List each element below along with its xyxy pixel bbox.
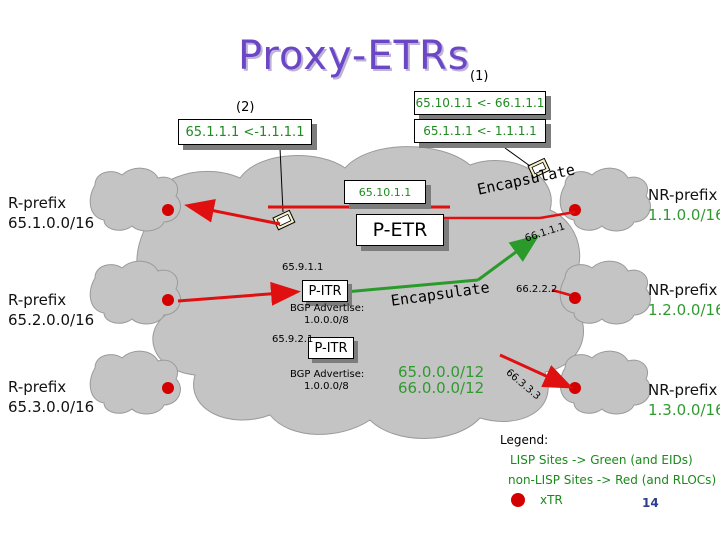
bgp-advertise-2-value: 1.0.0.0/8 bbox=[304, 381, 349, 392]
legend-xtr: xTR bbox=[540, 493, 563, 507]
core-prefix-1: 65.0.0.0/12 bbox=[398, 363, 485, 381]
green-arrow bbox=[344, 278, 479, 294]
step-2-label: (2) bbox=[236, 100, 255, 115]
r-site-2-title: R-prefix bbox=[8, 291, 67, 309]
nr-site-2-title: NR-prefix bbox=[648, 281, 718, 299]
petr-box: P-ETR bbox=[356, 214, 444, 246]
mapping-box-1: 65.10.1.1 <- 66.1.1.1 bbox=[414, 91, 546, 115]
red-arrow bbox=[499, 353, 574, 389]
r-site-cloud-1 bbox=[89, 167, 181, 232]
bgp-advertise-2-label: BGP Advertise: bbox=[290, 369, 365, 380]
r-site-2-label: R-prefix 65.2.0.0/16 bbox=[8, 291, 94, 330]
router-icon bbox=[162, 382, 174, 394]
packet-icon bbox=[527, 157, 551, 179]
pitr-box-2: P-ITR bbox=[308, 337, 354, 359]
legend-non-lisp-sites: non-LISP Sites -> Red (and RLOCs) bbox=[508, 473, 717, 487]
callout-line bbox=[279, 147, 284, 213]
mapping-box-2: 65.1.1.1 <- 1.1.1.1 bbox=[414, 119, 546, 143]
nr-site-cloud-1 bbox=[559, 167, 651, 232]
step-1-label: (1) bbox=[470, 69, 489, 84]
petr-address-box: 65.10.1.1 bbox=[344, 180, 426, 204]
pitr-box-1: P-ITR bbox=[302, 280, 348, 302]
legend-lisp-sites: LISP Sites -> Green (and EIDs) bbox=[510, 453, 693, 467]
callout-line bbox=[504, 147, 531, 167]
router-icon bbox=[162, 204, 174, 216]
legend-title: Legend: bbox=[500, 433, 549, 447]
mapping-box-left: 65.1.1.1 <-1.1.1.1 bbox=[178, 119, 312, 145]
red-arrow bbox=[551, 288, 571, 297]
red-arrow bbox=[184, 198, 281, 226]
page-number: 14 bbox=[642, 496, 659, 510]
address-66-2-2-2: 66.2.2.2 bbox=[516, 284, 558, 295]
nr-site-cloud-2 bbox=[559, 260, 651, 325]
r-site-1-prefix: 65.1.0.0/16 bbox=[8, 213, 95, 232]
router-icon bbox=[162, 294, 174, 306]
nr-site-2-prefix: 1.2.0.0/16 bbox=[648, 300, 720, 319]
r-site-3-prefix: 65.3.0.0/16 bbox=[8, 397, 95, 416]
r-site-cloud-3 bbox=[89, 350, 181, 415]
nr-site-1-label: NR-prefix 1.1.0.0/16 bbox=[648, 186, 720, 225]
red-arrow bbox=[177, 281, 301, 306]
nr-site-cloud-3 bbox=[559, 350, 651, 415]
r-site-3-title: R-prefix bbox=[8, 378, 67, 396]
router-icon bbox=[569, 292, 581, 304]
nr-site-3-label: NR-prefix 1.3.0.0/16 bbox=[648, 381, 720, 420]
router-icon bbox=[569, 204, 581, 216]
slide-title: Proxy-ETRs bbox=[238, 33, 470, 79]
r-site-1-title: R-prefix bbox=[8, 194, 67, 212]
bgp-advertise-1-value: 1.0.0.0/8 bbox=[304, 315, 349, 326]
r-site-1-label: R-prefix 65.1.0.0/16 bbox=[8, 194, 94, 233]
green-arrow bbox=[477, 234, 540, 282]
legend-router-icon bbox=[511, 493, 525, 507]
r-site-3-label: R-prefix 65.3.0.0/16 bbox=[8, 378, 94, 417]
nr-site-1-prefix: 1.1.0.0/16 bbox=[648, 205, 720, 224]
nr-site-1-title: NR-prefix bbox=[648, 186, 718, 204]
address-65-9-1-1: 65.9.1.1 bbox=[282, 262, 324, 273]
nr-site-3-title: NR-prefix bbox=[648, 381, 718, 399]
bgp-advertise-1-label: BGP Advertise: bbox=[290, 303, 365, 314]
router-icon bbox=[569, 382, 581, 394]
r-site-2-prefix: 65.2.0.0/16 bbox=[8, 310, 95, 329]
red-arrow bbox=[539, 210, 576, 220]
r-site-cloud-2 bbox=[89, 260, 181, 325]
address-65-9-2-1: 65.9.2.1 bbox=[272, 334, 314, 345]
nr-site-3-prefix: 1.3.0.0/16 bbox=[648, 400, 720, 419]
nr-site-2-label: NR-prefix 1.2.0.0/16 bbox=[648, 281, 720, 320]
core-prefix-2: 66.0.0.0/12 bbox=[398, 379, 485, 397]
